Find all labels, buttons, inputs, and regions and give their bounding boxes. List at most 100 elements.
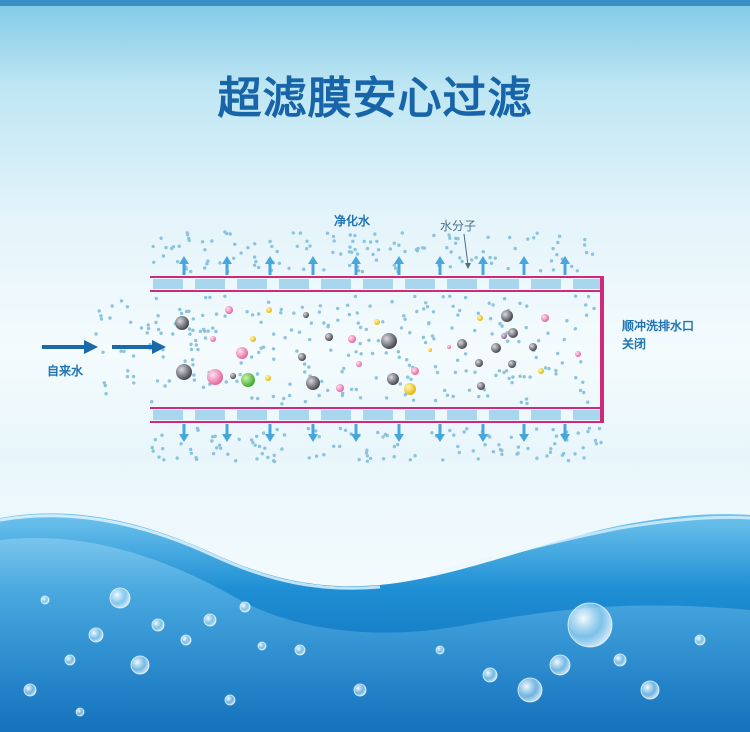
molecule-dot: [256, 396, 260, 401]
molecule-dot: [340, 393, 345, 398]
molecule-dot: [430, 431, 434, 435]
molecule-dot: [413, 294, 417, 299]
molecule-dot: [494, 373, 498, 378]
impurity-particle: [501, 310, 513, 322]
molecule-dot: [368, 240, 373, 244]
molecule-dot: [252, 263, 257, 267]
molecule-dot: [192, 378, 197, 382]
molecule-dot: [206, 259, 210, 263]
molecule-dot: [245, 310, 249, 314]
molecule-dot: [462, 430, 466, 434]
molecule-dot: [597, 426, 602, 431]
molecule-dot: [448, 294, 452, 298]
molecule-dot: [599, 440, 603, 445]
molecule-dot: [371, 252, 375, 257]
molecule-dot: [365, 246, 370, 251]
molecule-dot: [356, 269, 361, 273]
water-wave-illustration: [0, 513, 750, 732]
molecule-dot: [441, 295, 445, 299]
impurity-particle: [387, 373, 399, 385]
molecule-dot: [160, 433, 164, 437]
molecule-dot: [184, 309, 189, 314]
water-bubble: [23, 683, 37, 697]
molecule-dot: [408, 331, 412, 335]
molecule-dot: [266, 455, 270, 460]
molecule-dot: [368, 304, 372, 308]
molecule-dot: [420, 246, 425, 250]
molecule-dot: [175, 456, 179, 460]
molecule-dot: [403, 393, 408, 397]
membrane-segment: [279, 410, 309, 420]
molecule-dot: [431, 310, 436, 314]
molecule-dot: [154, 320, 158, 325]
molecule-dot: [223, 314, 227, 318]
membrane-segment: [279, 279, 309, 289]
water-bubble: [239, 601, 251, 613]
molecule-dot: [187, 327, 192, 331]
molecule-dot: [275, 427, 279, 432]
arrow-up: [308, 256, 318, 275]
molecule-dot: [535, 231, 539, 235]
molecule-dot: [226, 452, 230, 456]
molecule-dot: [463, 295, 468, 300]
molecule-dot: [493, 256, 497, 260]
molecule-dot: [177, 244, 181, 248]
molecule-dot: [458, 308, 462, 313]
arrow-up: [435, 256, 445, 275]
molecule-dot: [351, 239, 355, 243]
molecule-dot: [211, 451, 216, 456]
molecule-dot: [454, 241, 458, 245]
molecule-dot: [455, 358, 460, 362]
molecule-dot: [355, 252, 360, 256]
arrow-down: [394, 424, 404, 442]
impurity-particle: [411, 367, 419, 375]
molecule-dot: [556, 240, 560, 245]
molecule-dot: [250, 396, 254, 400]
purified-water-arrows-up: [179, 256, 570, 275]
molecule-dot: [307, 365, 311, 369]
molecule-dot: [562, 337, 566, 342]
molecule-dot: [104, 392, 108, 396]
molecule-dot: [192, 373, 196, 377]
molecule-dot: [432, 233, 436, 238]
molecule-dot: [590, 252, 595, 256]
molecule-dot: [348, 263, 352, 268]
molecule-dot: [403, 317, 407, 321]
water-bubble: [130, 655, 150, 675]
water-bubble: [257, 641, 267, 651]
molecule-dot: [353, 233, 357, 238]
molecule-dot: [502, 297, 507, 301]
arrow-down: [265, 424, 275, 442]
molecule-dot: [452, 433, 456, 437]
molecule-dot: [488, 255, 492, 260]
molecule-dot: [476, 311, 480, 315]
molecule-dot: [504, 369, 509, 373]
molecule-dot: [125, 305, 130, 309]
molecule-dot: [178, 307, 182, 312]
impurity-particle: [298, 353, 306, 361]
molecule-dot: [586, 294, 591, 299]
molecule-dot: [239, 361, 243, 365]
molecule-dot: [322, 268, 326, 272]
molecule-dot: [204, 295, 208, 300]
molecule-dot: [547, 366, 551, 371]
molecule-dot: [161, 447, 165, 451]
arrow-down: [351, 424, 361, 442]
arrow-up: [222, 256, 232, 275]
molecule-dot: [215, 446, 219, 450]
molecule-dot: [317, 310, 322, 314]
molecule-dot: [551, 427, 555, 432]
water-bubble: [88, 627, 104, 643]
molecule-dot: [384, 396, 389, 400]
molecule-dot: [171, 245, 176, 249]
molecule-dot: [175, 260, 180, 264]
arrow-down: [519, 424, 529, 442]
molecule-dot: [594, 442, 599, 446]
molecule-dot: [202, 327, 206, 332]
inlet-arrow-2: [112, 340, 166, 354]
molecule-dot: [502, 370, 506, 375]
water-bubble: [613, 653, 627, 667]
molecule-dot: [317, 393, 321, 398]
molecule-dot: [553, 442, 557, 446]
